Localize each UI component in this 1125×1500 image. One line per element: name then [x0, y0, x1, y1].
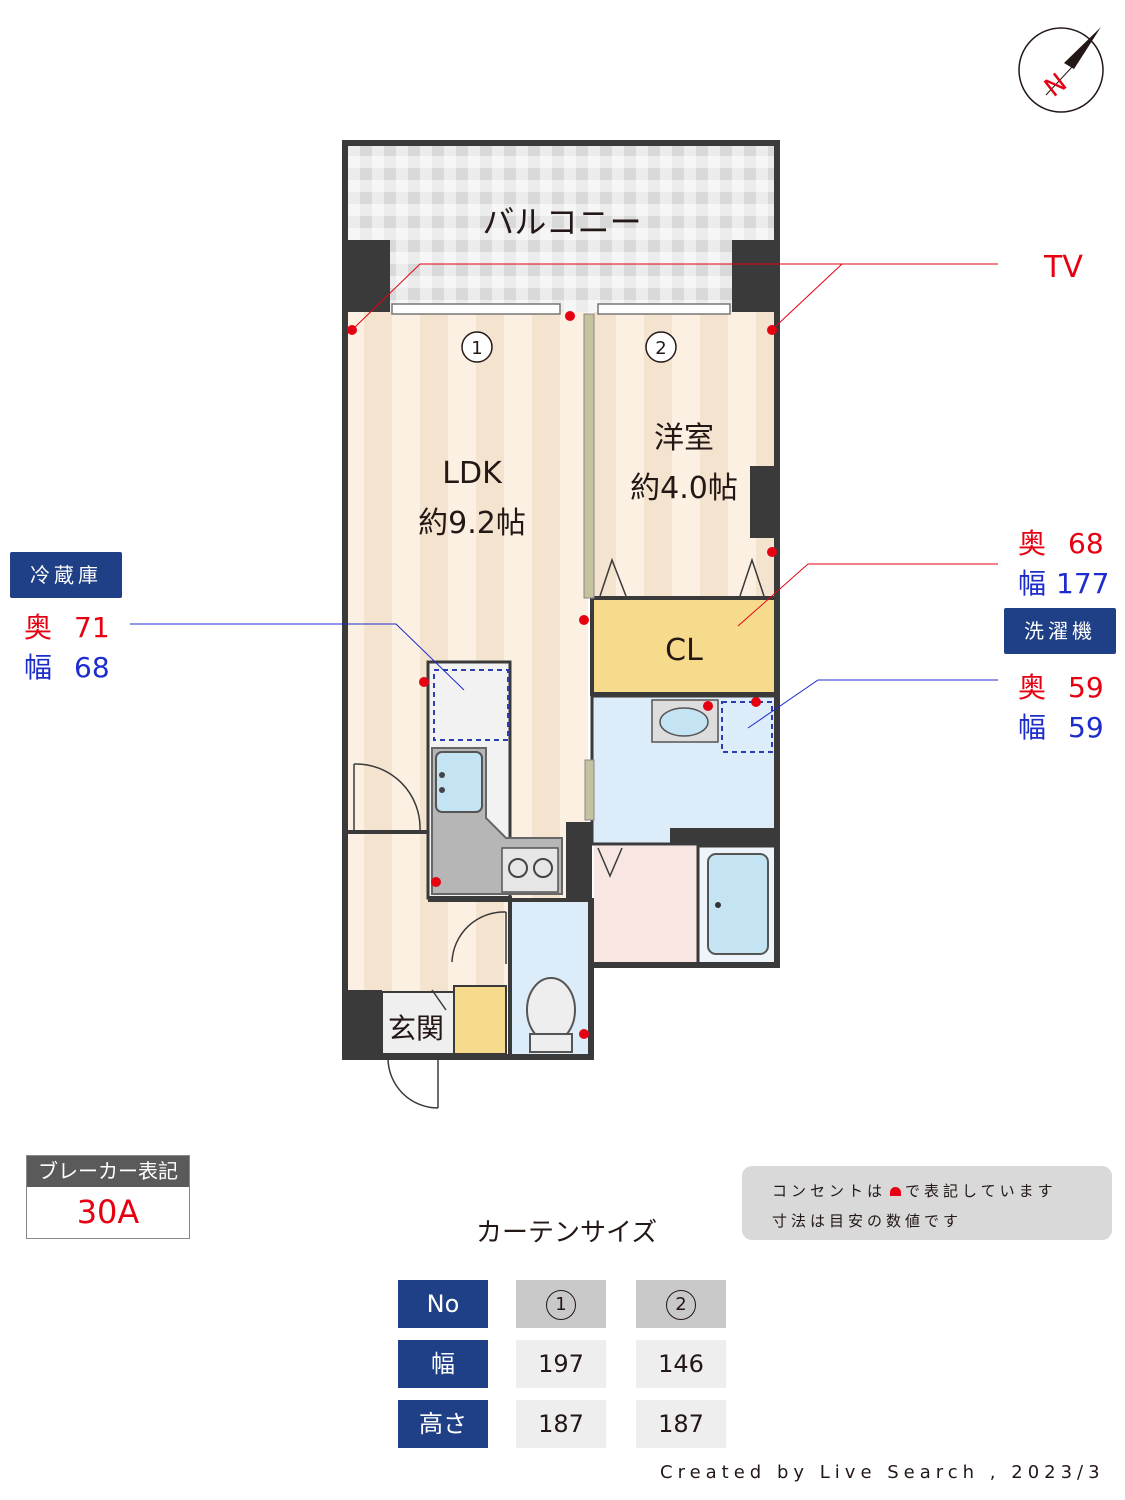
washer-width: 幅 59 [1018, 706, 1104, 746]
outlet-markers [347, 311, 777, 1039]
closet-depth: 奥 68 [1018, 522, 1104, 562]
curtain-title: カーテンサイズ [476, 1218, 658, 1248]
curtain-col-1-marker: 1 [546, 1290, 576, 1320]
washroom-floor [590, 694, 778, 846]
curtain-width-1: 197 [516, 1340, 606, 1388]
western-room-size: 約4.0帖 [630, 471, 738, 506]
toilet-icon [526, 977, 576, 1043]
note-line-1-b: で表記しています [905, 1182, 1057, 1200]
shoe-storage [453, 985, 507, 1055]
fridge-width: 幅 68 [24, 646, 110, 686]
window-marker-2: 2 [655, 338, 666, 359]
note-line-1: コンセントはで表記しています [772, 1180, 1057, 1201]
washer-depth: 奥 59 [1018, 666, 1104, 706]
fridge-width-label: 幅 [24, 651, 53, 684]
sink-icon [435, 751, 483, 813]
washer-depth-value: 59 [1068, 671, 1104, 704]
note-line-1-a: コンセントは [772, 1182, 887, 1200]
closet-width-value: 177 [1056, 567, 1110, 600]
washer-depth-label: 奥 [1018, 671, 1047, 704]
washer-space [721, 701, 773, 753]
curtain-col-2-marker: 2 [666, 1290, 696, 1320]
washer-tag: 洗濯機 [1004, 608, 1116, 654]
fridge-depth: 奥 71 [24, 606, 110, 646]
stove-icon [501, 847, 559, 893]
breaker-value: 30A [76, 1193, 140, 1231]
breaker-box: ブレーカー表記 30A [26, 1155, 190, 1239]
curtain-row-height-label: 高さ [398, 1400, 488, 1448]
ldk-size: 約9.2帖 [418, 506, 526, 541]
curtain-height-2: 187 [636, 1400, 726, 1448]
western-room-floor [594, 312, 776, 598]
closet-label: CL [665, 633, 703, 668]
bathtub-icon [707, 853, 769, 955]
curtain-header-label: No [398, 1280, 488, 1328]
curtain-height-1: 187 [516, 1400, 606, 1448]
tv-label: TV [1044, 250, 1083, 285]
washer-width-value: 59 [1068, 711, 1104, 744]
closet-width: 幅 177 [1018, 562, 1109, 602]
fridge-width-value: 68 [74, 651, 110, 684]
closet-depth-label: 奥 [1018, 527, 1047, 560]
credit-text: Created by Live Search , 2023/3 [660, 1462, 1105, 1483]
outlet-icon [890, 1187, 902, 1196]
closet-width-label: 幅 [1018, 567, 1047, 600]
floor-plan: 1 2 バルコニー LDK 約9.2帖 洋室 約4.0帖 CL 玄関 [130, 140, 998, 1109]
changing-area [594, 846, 698, 962]
curtain-width-2: 146 [636, 1340, 726, 1388]
balcony [342, 140, 780, 312]
outlet-note: コンセントはで表記しています 寸法は目安の数値です [742, 1166, 1112, 1240]
compass-icon: N [1018, 27, 1104, 113]
kitchen-counter [426, 660, 592, 900]
closet-depth-value: 68 [1068, 527, 1104, 560]
fridge-depth-value: 71 [74, 611, 110, 644]
window-marker-1: 1 [471, 338, 482, 359]
ldk-name: LDK [442, 456, 503, 491]
compass: N [1016, 25, 1106, 115]
curtain-col-2: 2 [636, 1280, 726, 1328]
fridge-space [433, 669, 509, 741]
balcony-label: バルコニー [482, 203, 641, 241]
western-room-name: 洋室 [654, 421, 714, 456]
compass-needle-icon [1064, 27, 1101, 69]
washer-width-label: 幅 [1018, 711, 1047, 744]
curtain-col-1: 1 [516, 1280, 606, 1328]
curtain-row-width-label: 幅 [398, 1340, 488, 1388]
note-line-2: 寸法は目安の数値です [772, 1212, 963, 1230]
entrance-label: 玄関 [388, 1012, 444, 1045]
fridge-tag: 冷蔵庫 [10, 552, 122, 598]
breaker-title: ブレーカー表記 [27, 1156, 189, 1187]
fridge-depth-label: 奥 [24, 611, 53, 644]
closet-floor [590, 596, 778, 696]
